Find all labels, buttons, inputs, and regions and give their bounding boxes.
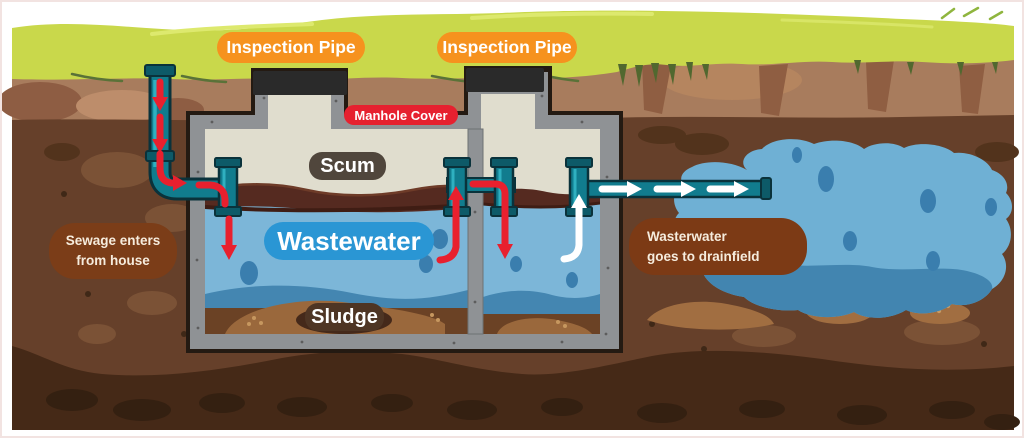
sludge-label: Sludge — [305, 303, 384, 331]
sewage-flow-arrows — [152, 78, 513, 264]
inspection-opening-cover-2 — [466, 68, 544, 92]
soil-dark-layer — [12, 346, 1020, 430]
riser-shaft-2 — [481, 94, 535, 129]
scum-layer-1 — [205, 184, 468, 213]
scum-label: Scum — [309, 152, 386, 180]
riser-shaft-1 — [268, 94, 331, 129]
manhole-cover-label: Manhole Cover — [344, 105, 458, 125]
inspection-opening-cover-1 — [253, 71, 347, 95]
drainfield-outlet-line1: Wasterwater — [647, 228, 727, 244]
drainfield-outlet-label: Wasterwater goes to drainfield — [629, 218, 807, 275]
sludge-mound-2 — [497, 318, 592, 334]
drainfield-outlet-line2: goes to drainfield — [647, 248, 760, 264]
septic-tank — [186, 66, 623, 353]
sewage-inlet-label: Sewage enters from house — [49, 223, 177, 279]
inspection-pipe-label-1: Inspection Pipe — [217, 32, 365, 63]
sewage-inlet-line2: from house — [76, 253, 150, 268]
wastewater-label: Wastewater — [264, 222, 434, 260]
sewage-inlet-line1: Sewage enters — [65, 233, 161, 248]
water-dark-wave-2 — [483, 290, 600, 318]
effluent-flow-arrows — [560, 181, 749, 263]
inspection-pipe-label-2: Inspection Pipe — [437, 32, 577, 63]
grass-tufts — [618, 60, 998, 87]
